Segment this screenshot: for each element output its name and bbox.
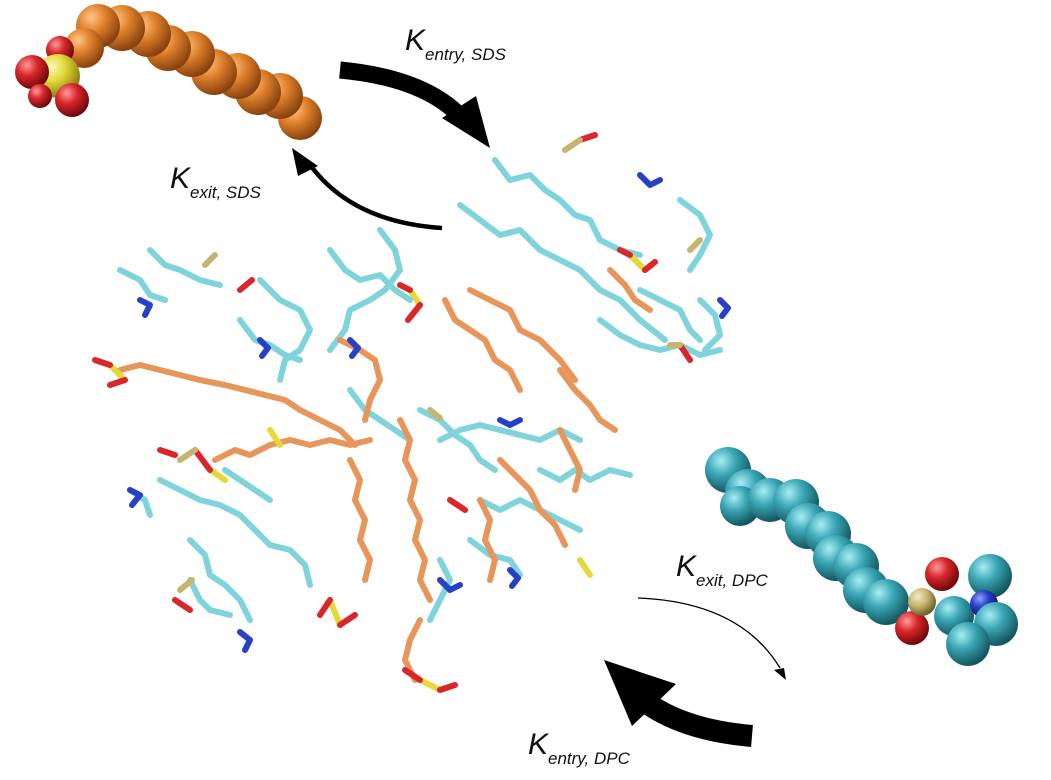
dpc-molecule [705, 447, 1018, 666]
entry-sds-arrow [339, 61, 490, 148]
nitrogen-sticks [127, 172, 731, 653]
arrows [292, 61, 786, 747]
head-groups [92, 132, 703, 693]
label-entry-sds: Kentry, SDS [405, 24, 507, 64]
dpc-chains [117, 157, 723, 623]
mixed-micelle [92, 132, 731, 693]
exit-sds-arrow [292, 148, 443, 231]
sds-chains [117, 267, 653, 683]
sds-molecule [15, 4, 322, 140]
exit-dpc-arrow [637, 597, 786, 680]
entry-dpc-arrow [604, 660, 753, 747]
label-exit-sds: Kexit, SDS [170, 162, 262, 202]
label-exit-dpc: Kexit, DPC [676, 550, 769, 590]
label-entry-dpc: Kentry, DPC [528, 728, 631, 768]
